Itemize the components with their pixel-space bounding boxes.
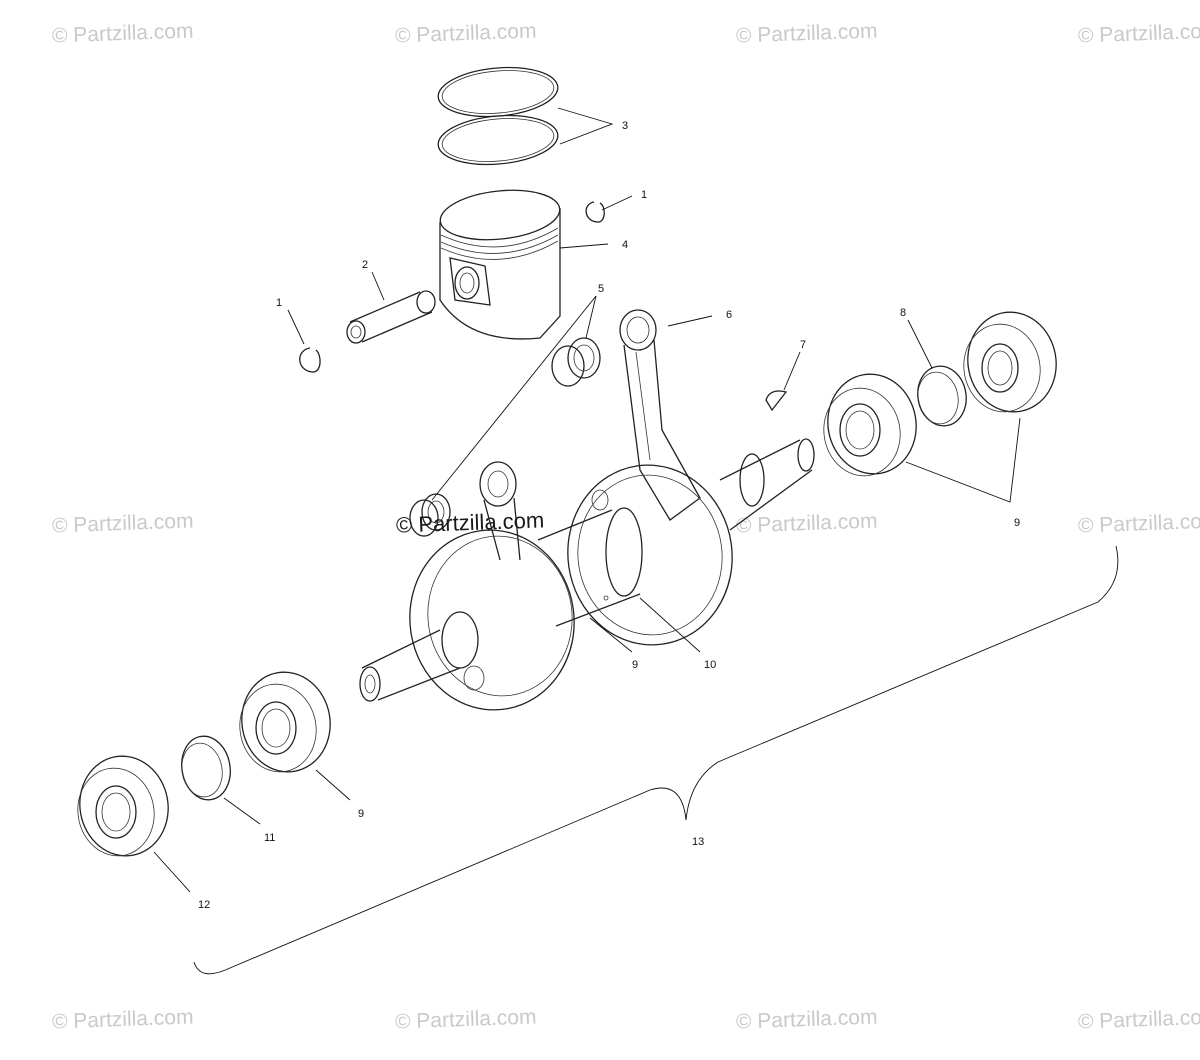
callout-11: 11 (264, 832, 275, 844)
woodruff-key-part[interactable] (765, 390, 788, 412)
connecting-rod-part[interactable] (619, 309, 701, 521)
callout-9: 9 (358, 808, 364, 820)
shim-part[interactable] (913, 362, 971, 429)
piston-pin-part[interactable] (346, 290, 436, 344)
bearing-part-left[interactable] (233, 665, 338, 779)
oil-seal-part[interactable] (71, 749, 176, 863)
callout-1: 1 (641, 189, 647, 201)
callout-12: 12 (198, 899, 210, 911)
needle-bearing-part[interactable] (409, 337, 601, 537)
bearing-part-right[interactable] (817, 367, 924, 482)
callout-8: 8 (900, 307, 906, 319)
watermark-center: © Partzilla.com (395, 507, 545, 538)
callout-7: 7 (800, 339, 806, 351)
assembly-bracket (193, 545, 1119, 975)
callout-4: 4 (622, 239, 628, 251)
callout-13: 13 (692, 836, 704, 848)
crankshaft-part[interactable] (359, 438, 815, 721)
callout-2: 2 (362, 259, 368, 271)
callout-3: 3 (622, 120, 628, 132)
callout-1: 1 (276, 297, 282, 309)
leader-lines (153, 107, 1021, 893)
callout-9: 9 (1014, 517, 1020, 529)
circlip-part[interactable] (299, 201, 605, 373)
piston-part[interactable] (438, 185, 562, 340)
callout-6: 6 (726, 309, 732, 321)
callout-10: 10 (704, 659, 716, 671)
piston-rings-part[interactable] (436, 63, 560, 169)
spacer-ring-part[interactable] (177, 732, 235, 803)
callout-5: 5 (598, 283, 604, 295)
callout-9: 9 (632, 659, 638, 671)
bearing-part-far-right[interactable] (957, 305, 1064, 419)
